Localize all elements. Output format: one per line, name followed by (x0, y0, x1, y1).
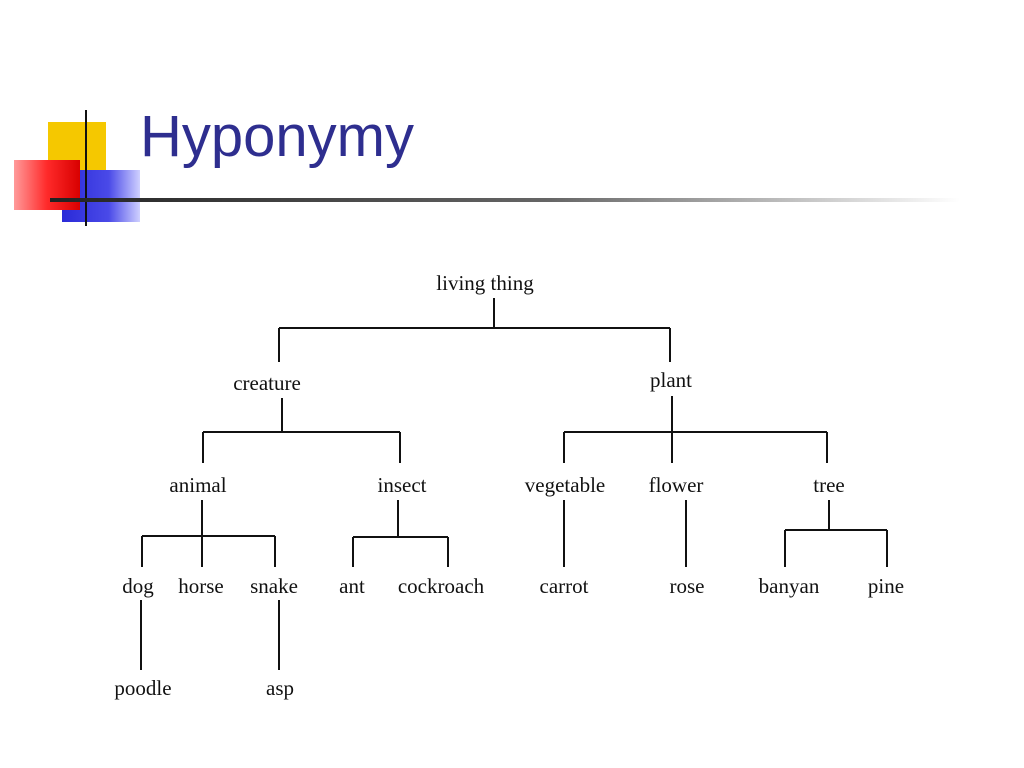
node-carrot: carrot (540, 574, 589, 598)
tree-nodes: living thing creature plant animal insec… (114, 271, 904, 700)
node-asp: asp (266, 676, 294, 700)
node-tree: tree (813, 473, 844, 497)
node-insect: insect (378, 473, 427, 497)
node-animal: animal (169, 473, 226, 497)
node-dog: dog (122, 574, 154, 598)
node-rose: rose (670, 574, 705, 598)
node-pine: pine (868, 574, 904, 598)
slide-title: Hyponymy (140, 104, 414, 169)
node-horse: horse (178, 574, 224, 598)
tree-edges (140, 298, 888, 670)
node-poodle: poodle (114, 676, 171, 700)
node-flower: flower (649, 473, 704, 497)
node-cockroach: cockroach (398, 574, 485, 598)
node-plant: plant (650, 368, 692, 392)
node-ant: ant (339, 574, 365, 598)
node-living-thing: living thing (436, 271, 534, 295)
node-creature: creature (233, 371, 301, 395)
node-vegetable: vegetable (525, 473, 605, 497)
node-snake: snake (250, 574, 298, 598)
node-banyan: banyan (759, 574, 820, 598)
title-underline (50, 198, 960, 202)
